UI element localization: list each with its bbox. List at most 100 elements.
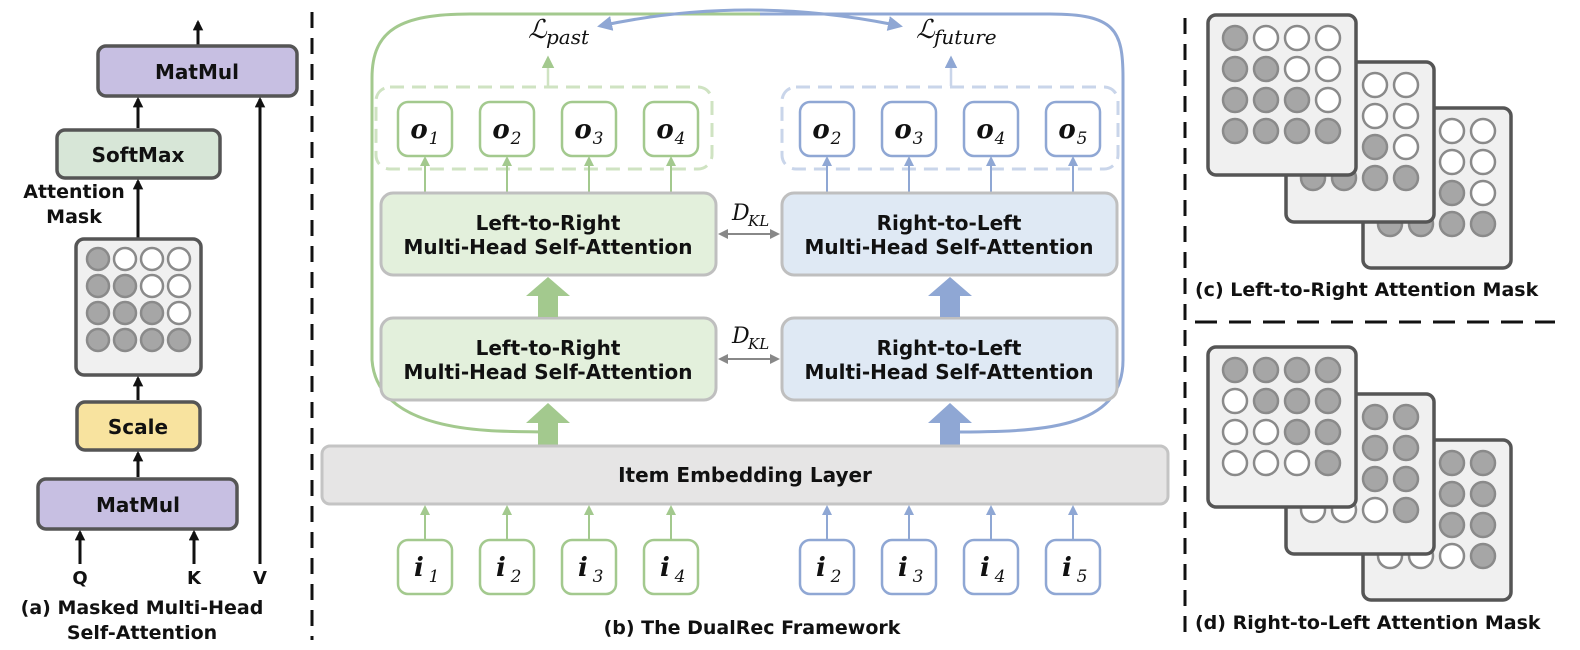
mask-cell xyxy=(1314,356,1342,384)
mask-cell xyxy=(1314,387,1342,415)
token-box xyxy=(396,538,454,596)
panel-a: MatMul SoftMax Attention Mask Scale MatM… xyxy=(21,19,299,644)
mask-cell xyxy=(1392,403,1420,431)
mask-card xyxy=(1284,392,1436,556)
mask-cell xyxy=(166,327,192,353)
softmax-box xyxy=(55,128,222,180)
softmax-label: SoftMax xyxy=(92,143,185,167)
upper-left-attention-block xyxy=(379,191,718,277)
panel-c: (c) Left-to-Right Attention Mask xyxy=(1195,13,1539,301)
panel-d: (d) Right-to-Left Attention Mask xyxy=(1195,345,1541,634)
bottom-matmul-box xyxy=(36,477,239,531)
mask-cell xyxy=(1392,102,1420,130)
token-base: o xyxy=(656,115,673,145)
token-box xyxy=(478,538,536,596)
mask-stack-d xyxy=(1206,345,1513,602)
caption-a-line2: Self-Attention xyxy=(67,622,217,644)
attention-mask-label-line1: Attention xyxy=(23,181,124,203)
token-box xyxy=(1044,538,1102,596)
mask-cell xyxy=(1361,465,1389,493)
token-subscript: 2 xyxy=(510,567,522,587)
loss-past: ℒ past xyxy=(528,15,590,49)
mask-cell xyxy=(112,300,138,326)
mask-cell xyxy=(1469,449,1497,477)
token-base: o xyxy=(976,115,993,145)
mask-cell xyxy=(1252,449,1280,477)
token-subscript: 2 xyxy=(830,129,842,149)
token-subscript: 5 xyxy=(1077,567,1088,587)
item-embedding-label: Item Embedding Layer xyxy=(618,463,872,487)
green-block-arrow-upper xyxy=(526,277,570,317)
mask-cell xyxy=(112,273,138,299)
token-subscript: 4 xyxy=(994,567,1006,587)
mask-cell xyxy=(1438,179,1466,207)
mask-card xyxy=(74,237,203,377)
mask-cell xyxy=(1469,210,1497,238)
dkl-upper-symbol: D xyxy=(731,201,750,226)
mask-cell xyxy=(1438,449,1466,477)
mask-cell xyxy=(1392,133,1420,161)
mask-cell xyxy=(1361,434,1389,462)
top-matmul-label: MatMul xyxy=(155,60,239,84)
mask-cell xyxy=(1252,24,1280,52)
mask-cell xyxy=(1361,133,1389,161)
token-subscript: 4 xyxy=(674,567,686,587)
mask-cell xyxy=(85,327,111,353)
mask-cell xyxy=(1252,117,1280,145)
token-base: o xyxy=(812,115,829,145)
left-output-group xyxy=(374,85,714,171)
top-matmul-box xyxy=(96,44,299,98)
mask-cell xyxy=(1438,117,1466,145)
loss-future-symbol: ℒ xyxy=(916,15,936,45)
token-base: o xyxy=(894,115,911,145)
mask-cell xyxy=(1252,86,1280,114)
mask-cell xyxy=(1438,542,1466,570)
upper-right-attention-line2: Multi-Head Self-Attention xyxy=(804,235,1093,259)
lower-right-attention-line1: Right-to-Left xyxy=(877,336,1022,360)
loss-past-subscript: past xyxy=(546,25,590,49)
lower-left-attention-line2: Multi-Head Self-Attention xyxy=(403,360,692,384)
mask-cell xyxy=(1314,55,1342,83)
token-base: o xyxy=(574,115,591,145)
mask-cell xyxy=(1438,148,1466,176)
mask-cell xyxy=(1283,356,1311,384)
mask-cell xyxy=(1361,403,1389,431)
mask-cell xyxy=(1221,55,1249,83)
mask-cell xyxy=(166,273,192,299)
mask-cell xyxy=(1361,164,1389,192)
token-base: i xyxy=(1062,553,1072,583)
token-base: i xyxy=(898,553,908,583)
mask-cell xyxy=(1221,24,1249,52)
loss-future: ℒ future xyxy=(916,15,997,49)
token-base: i xyxy=(578,553,588,583)
caption-a-line1: (a) Masked Multi-Head xyxy=(21,597,264,619)
loss-connector-arrow xyxy=(597,8,903,31)
mask-cell xyxy=(1392,465,1420,493)
mask-cell xyxy=(1221,449,1249,477)
mask-cell xyxy=(1392,164,1420,192)
mask-cell xyxy=(1469,511,1497,539)
mask-cell xyxy=(139,300,165,326)
token-subscript: 3 xyxy=(913,567,924,587)
lower-right-attention-block xyxy=(780,316,1119,402)
mask-cell xyxy=(1283,55,1311,83)
scale-label: Scale xyxy=(108,415,168,439)
mask-cell xyxy=(1469,148,1497,176)
loss-future-subscript: future xyxy=(932,25,997,49)
mask-cell xyxy=(1392,496,1420,524)
mask-cell xyxy=(1438,511,1466,539)
item-embedding-layer xyxy=(320,444,1170,506)
mask-cell xyxy=(1221,117,1249,145)
mask-cell xyxy=(112,246,138,272)
mask-cell xyxy=(1283,387,1311,415)
token-subscript: 2 xyxy=(510,129,522,149)
